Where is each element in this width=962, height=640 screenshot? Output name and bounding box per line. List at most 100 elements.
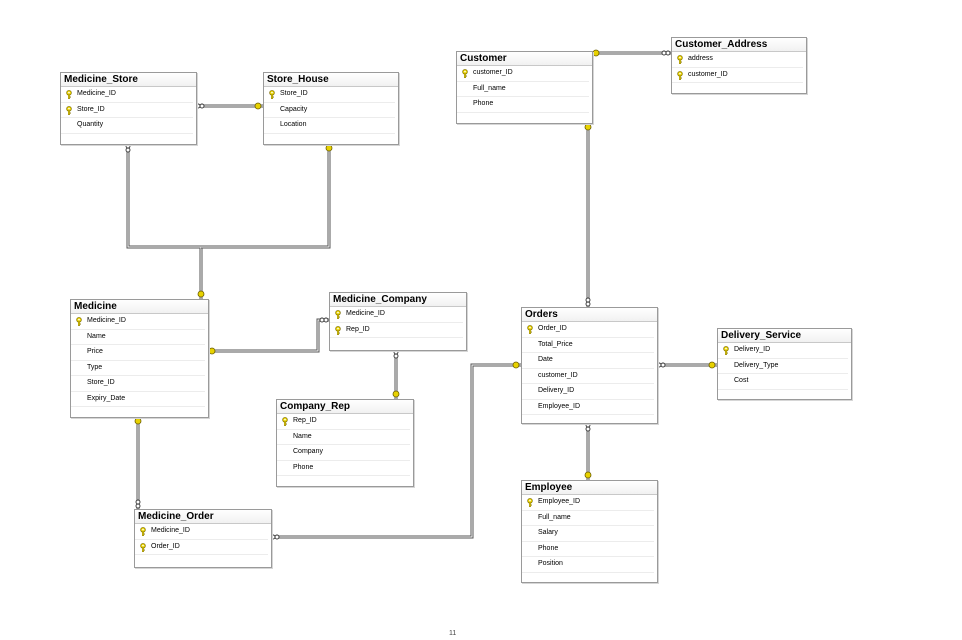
column-name: Store_ID <box>77 105 105 113</box>
column-name: Employee_ID <box>538 498 581 505</box>
column-row[interactable]: address <box>672 52 803 68</box>
column-name: Quantity <box>77 121 104 128</box>
column-name: Name <box>87 332 106 340</box>
column-row[interactable]: Rep_ID <box>277 414 410 430</box>
column-row[interactable]: Quantity <box>61 118 193 134</box>
column-name: Phone <box>538 544 559 552</box>
column-row[interactable]: Name <box>71 330 205 345</box>
column-row[interactable]: Employee_ID <box>522 400 654 415</box>
column-name: Order_ID <box>538 325 567 332</box>
column-name: Capacity <box>280 105 308 113</box>
column-row[interactable]: Type <box>71 361 205 376</box>
column-name: Delivery_ID <box>734 346 771 353</box>
relationship-orders-to-employee[interactable] <box>584 422 592 480</box>
column-row[interactable]: Position <box>522 557 654 573</box>
column-row[interactable]: Salary <box>522 526 654 542</box>
column-name: Name <box>293 432 312 440</box>
column-row[interactable]: Expiry_Date <box>71 392 205 407</box>
relationship-medicine-store-to-store-house[interactable] <box>195 102 263 110</box>
primary-key-icon <box>281 417 289 427</box>
table-title: Store_House <box>264 73 398 87</box>
column-row[interactable]: Phone <box>277 461 410 476</box>
column-name: Price <box>87 348 103 355</box>
column-name: Rep_ID <box>346 325 370 333</box>
column-name: customer_ID <box>538 371 578 379</box>
column-row[interactable]: customer_ID <box>522 369 654 384</box>
column-row[interactable]: customer_ID <box>672 68 803 83</box>
column-name: Company <box>293 448 323 455</box>
column-row[interactable]: Delivery_ID <box>718 343 848 359</box>
relationship-store-house-to-medicine[interactable] <box>201 143 333 249</box>
column-row[interactable]: Date <box>522 353 654 369</box>
column-row[interactable]: Store_ID <box>61 103 193 118</box>
column-name: Expiry_Date <box>87 394 126 402</box>
table-title: Medicine_Order <box>135 510 271 524</box>
column-row[interactable]: Company <box>277 445 410 461</box>
primary-key-icon <box>526 498 534 508</box>
column-name: customer_ID <box>688 70 728 78</box>
column-name: Phone <box>293 463 314 471</box>
column-row[interactable]: Store_ID <box>264 87 395 103</box>
column-row[interactable]: Medicine_ID <box>330 307 463 323</box>
column-row[interactable]: customer_ID <box>457 66 589 82</box>
column-row[interactable]: Total_Price <box>522 338 654 353</box>
table-title: Company_Rep <box>277 400 413 414</box>
table-title: Medicine <box>71 300 208 314</box>
column-row[interactable]: Location <box>264 118 395 134</box>
primary-key-icon <box>334 310 342 320</box>
column-name: address <box>688 55 713 62</box>
primary-key-icon <box>65 90 73 100</box>
primary-key-icon <box>75 317 83 327</box>
column-row[interactable]: Full_name <box>522 511 654 526</box>
column-name: Medicine_ID <box>87 317 126 324</box>
column-row[interactable]: Phone <box>457 97 589 113</box>
column-row[interactable]: Order_ID <box>135 540 268 555</box>
relationship-orders-to-delivery-service[interactable] <box>656 361 717 369</box>
primary-key-icon <box>676 55 684 65</box>
column-row[interactable]: Capacity <box>264 103 395 118</box>
column-name: Delivery_Type <box>734 361 779 369</box>
column-row[interactable]: Medicine_ID <box>71 314 205 330</box>
column-row[interactable]: Cost <box>718 374 848 390</box>
primary-key-icon <box>526 325 534 335</box>
column-row[interactable]: Price <box>71 345 205 361</box>
column-row[interactable]: Employee_ID <box>522 495 654 511</box>
primary-key-icon <box>334 325 342 335</box>
column-row[interactable]: Name <box>277 430 410 445</box>
column-row[interactable]: Full_name <box>457 82 589 97</box>
column-row[interactable]: Delivery_Type <box>718 359 848 374</box>
relationship-medicine-store-to-medicine[interactable] <box>125 143 205 299</box>
page-number: 11 <box>449 630 457 637</box>
column-row[interactable]: Delivery_ID <box>522 384 654 400</box>
relationship-medicine-order-to-orders[interactable] <box>270 361 521 540</box>
column-row[interactable]: Order_ID <box>522 322 654 338</box>
table-title: Orders <box>522 308 657 322</box>
column-row[interactable]: Rep_ID <box>330 323 463 338</box>
relationship-medicine-to-medicine-company[interactable] <box>207 317 329 355</box>
column-row[interactable]: Store_ID <box>71 376 205 392</box>
column-name: Store_ID <box>87 379 115 386</box>
column-row[interactable]: Medicine_ID <box>61 87 193 103</box>
column-row[interactable]: Medicine_ID <box>135 524 268 540</box>
column-row[interactable]: Phone <box>522 542 654 557</box>
column-name: Medicine_ID <box>77 90 116 97</box>
table-title: Customer_Address <box>672 38 806 52</box>
primary-key-icon <box>139 542 147 552</box>
relationship-medicine-to-medicine-order[interactable] <box>134 416 142 509</box>
relationship-medicine-company-to-company-rep[interactable] <box>392 349 400 399</box>
primary-key-icon <box>676 70 684 80</box>
relationship-customer-to-orders[interactable] <box>584 122 592 307</box>
relationship-customer-to-customer-address[interactable] <box>591 49 671 57</box>
column-name: Location <box>280 121 307 128</box>
